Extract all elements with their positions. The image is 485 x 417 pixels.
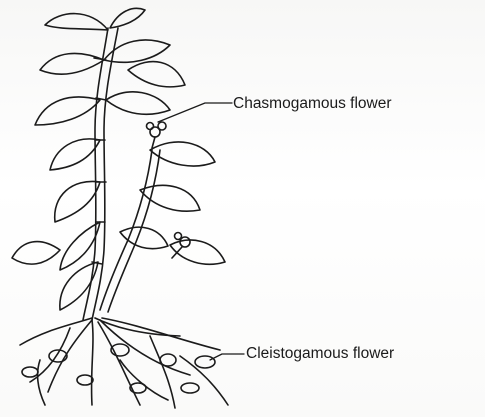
branch-stem	[100, 150, 160, 312]
roots	[20, 318, 228, 408]
chasmogamous-pointer	[158, 103, 232, 122]
upper-leaves	[35, 8, 185, 170]
cleistogamous-flower-label: Cleistogamous flower	[246, 346, 394, 362]
upper-flower-drawing	[172, 233, 190, 259]
cleistogamous-pointer	[210, 354, 244, 360]
chasmogamous-flower-label: Chasmogamous flower	[233, 96, 392, 112]
